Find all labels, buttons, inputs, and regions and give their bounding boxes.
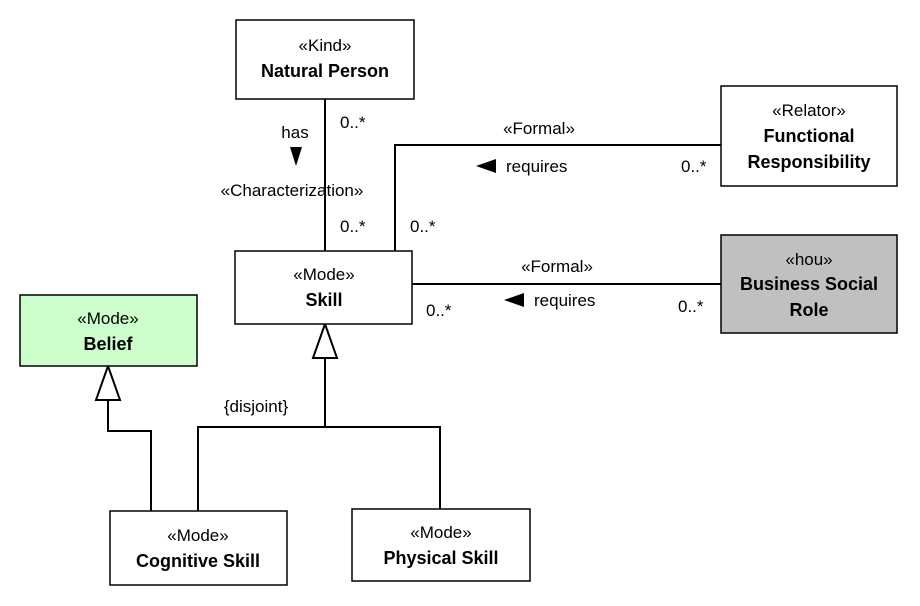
class-name-line2: Responsibility — [747, 152, 870, 172]
characterization-mult-target: 0..* — [340, 217, 366, 236]
class-belief[interactable]: «Mode» Belief — [19, 294, 198, 367]
class-natural-person[interactable]: «Kind» Natural Person — [235, 19, 415, 100]
characterization-mult-source: 0..* — [340, 113, 366, 132]
class-name: Physical Skill — [383, 548, 498, 568]
formal-business-mult-source: 0..* — [426, 301, 452, 320]
formal-functional-mult-target: 0..* — [681, 157, 707, 176]
class-name: Cognitive Skill — [136, 551, 260, 571]
formal-functional-mult-source: 0..* — [410, 217, 436, 236]
class-cognitive-skill[interactable]: «Mode» Cognitive Skill — [109, 510, 288, 586]
formal-business-stereotype: «Formal» — [521, 257, 593, 276]
generalization-belief-edge[interactable] — [107, 400, 152, 511]
formal-functional-edge[interactable] — [394, 144, 721, 251]
reading-direction-left-icon — [504, 293, 524, 307]
class-name-line2: Role — [789, 300, 828, 320]
class-stereotype: «Kind» — [299, 36, 352, 55]
class-business-social-role[interactable]: «hou» Business Social Role — [720, 234, 898, 334]
class-functional-responsibility[interactable]: «Relator» Functional Responsibility — [720, 85, 898, 187]
formal-business-mult-target: 0..* — [678, 297, 704, 316]
class-name-line1: Business Social — [740, 274, 878, 294]
class-stereotype: «Mode» — [410, 523, 471, 542]
formal-business-name: requires — [534, 291, 595, 310]
class-stereotype: «Relator» — [772, 101, 846, 120]
formal-functional-name: requires — [506, 157, 567, 176]
characterization-stereotype: «Characterization» — [221, 181, 364, 200]
class-skill[interactable]: «Mode» Skill — [234, 250, 413, 325]
generalization-cognitive-branch[interactable] — [197, 426, 441, 511]
reading-direction-left-icon — [476, 159, 496, 173]
class-name: Natural Person — [261, 61, 389, 81]
class-stereotype: «Mode» — [167, 526, 228, 545]
formal-functional-stereotype: «Formal» — [503, 119, 575, 138]
class-name: Skill — [305, 290, 342, 310]
class-name-line1: Functional — [764, 126, 855, 146]
class-name: Belief — [83, 334, 133, 354]
generalization-set-constraint: {disjoint} — [224, 397, 289, 416]
class-stereotype: «Mode» — [77, 309, 138, 328]
characterization-name: has — [281, 123, 308, 142]
generalization-arrowhead-skill — [311, 320, 339, 359]
class-stereotype: «Mode» — [293, 265, 354, 284]
reading-direction-down-icon — [290, 147, 302, 166]
generalization-arrowhead-belief — [94, 362, 122, 401]
class-stereotype: «hou» — [785, 250, 832, 269]
class-physical-skill[interactable]: «Mode» Physical Skill — [351, 508, 531, 582]
